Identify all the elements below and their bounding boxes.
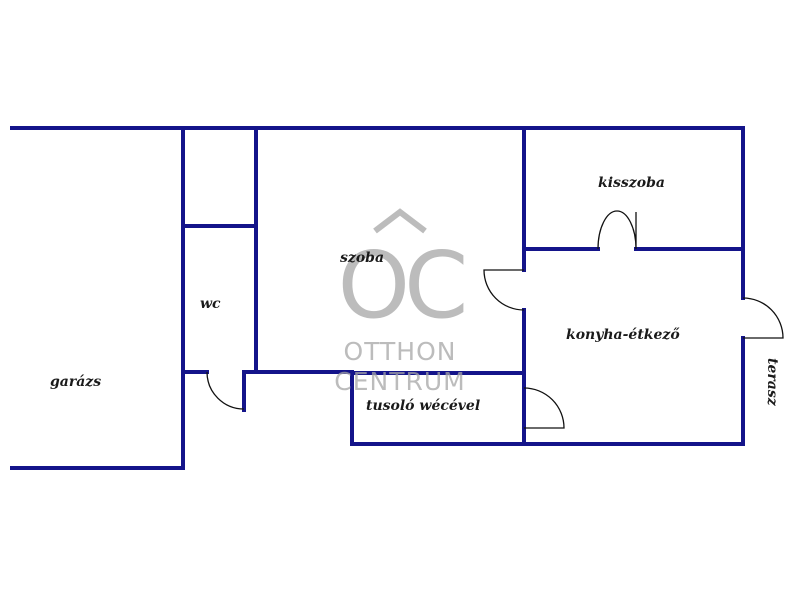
- door-tusolo: [523, 387, 565, 429]
- room-label-garazs: garázs: [50, 374, 101, 390]
- walls: [10, 126, 745, 470]
- door-kisszoba: [597, 210, 637, 250]
- room-label-wc: wc: [200, 296, 221, 312]
- room-label-szoba: szoba: [340, 250, 384, 266]
- room-labels: garázs wc szoba kisszoba konyha-étkező t…: [50, 175, 780, 414]
- watermark-logo: OC OTTHON CENTRUM: [334, 208, 470, 396]
- watermark-line1: OTTHON: [344, 337, 457, 366]
- watermark-monogram: OC: [338, 232, 464, 339]
- watermark-roof-icon: [373, 208, 427, 234]
- door-terasz: [742, 297, 784, 339]
- door-wc: [206, 371, 245, 410]
- room-label-kisszoba: kisszoba: [598, 175, 665, 191]
- room-label-tusolo: tusoló wécével: [366, 398, 480, 414]
- room-label-terasz: terasz: [764, 358, 780, 407]
- door-szoba: [483, 269, 525, 311]
- watermark-line2: CENTRUM: [334, 367, 465, 396]
- room-label-konyha: konyha-étkező: [566, 327, 680, 343]
- doors: [206, 210, 784, 429]
